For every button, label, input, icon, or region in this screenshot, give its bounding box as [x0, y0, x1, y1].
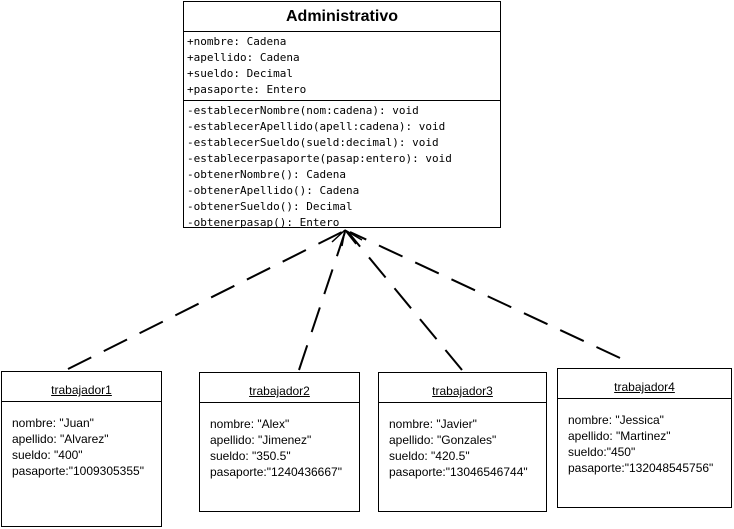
object-field: pasaporte:"13046546744" [389, 465, 528, 479]
object-fields: nombre: "Alex" apellido: "Jimenez" sueldo:… [200, 403, 359, 480]
operation: -obtenerNombre(): Cadena [187, 168, 346, 181]
object-field: nombre: "Jessica" [568, 413, 664, 427]
attribute: +sueldo: Decimal [187, 67, 293, 80]
object-title: trabajador1 [51, 383, 112, 397]
object-field: pasaporte:"132048545756" [568, 461, 714, 475]
class-operations: -establecerNombre(nom:cadena): void -est… [184, 101, 500, 231]
object-field: sueldo: "350.5" [210, 449, 291, 463]
attribute: +apellido: Cadena [187, 51, 300, 64]
operation: -establecerpasaporte(pasap:entero): void [187, 152, 452, 165]
link-trabajador2 [298, 231, 346, 371]
object-trabajador1: trabajador1 nombre: "Juan" apellido: "Alv… [1, 371, 162, 527]
object-trabajador4: trabajador4 nombre: "Jessica" apellido: "… [557, 368, 732, 508]
object-field: sueldo:"450" [568, 445, 636, 459]
object-field: nombre: "Juan" [12, 416, 94, 430]
link-trabajador1 [67, 231, 343, 370]
class-administrativo: Administrativo +nombre: Cadena +apellido… [183, 1, 501, 231]
object-field: sueldo: "420.5" [389, 449, 470, 463]
object-field: pasaporte:"1240436667" [210, 465, 342, 479]
operation: -obtenerpasap(): Entero [187, 216, 340, 229]
object-trabajador2: trabajador2 nombre: "Alex" apellido: "Jim… [199, 372, 360, 512]
class-attributes: +nombre: Cadena +apellido: Cadena +sueld… [184, 32, 500, 101]
object-fields: nombre: "Juan" apellido: "Alvarez" sueldo:… [2, 402, 161, 479]
operation: -establecerNombre(nom:cadena): void [187, 104, 419, 117]
object-field: apellido: "Alvarez" [12, 432, 109, 446]
attribute: +nombre: Cadena [187, 35, 287, 48]
object-field: apellido: "Jimenez" [210, 433, 312, 447]
object-title: trabajador3 [432, 384, 493, 398]
operation: -establecerSueldo(sueld:decimal): void [187, 136, 439, 149]
operation: -obtenerApellido(): Cadena [187, 184, 360, 197]
object-field: apellido: "Martinez" [568, 429, 671, 443]
link-trabajador4 [349, 231, 621, 359]
object-title: trabajador2 [249, 384, 310, 398]
object-trabajador3: trabajador3 nombre: "Javier" apellido: "G… [378, 372, 547, 512]
object-fields: nombre: "Javier" apellido: "Gonzales" suel… [379, 403, 546, 480]
operation: -obtenerSueldo(): Decimal [187, 200, 353, 213]
object-field: nombre: "Alex" [210, 417, 290, 431]
object-field: apellido: "Gonzales" [389, 433, 497, 447]
object-field: pasaporte:"1009305355" [12, 464, 144, 478]
object-field: nombre: "Javier" [389, 417, 477, 431]
class-name: Administrativo [184, 2, 500, 32]
object-fields: nombre: "Jessica" apellido: "Martinez" sue… [558, 399, 731, 476]
attribute: +pasaporte: Entero [187, 83, 307, 96]
object-title: trabajador4 [614, 380, 675, 394]
operation: -establecerApellido(apell:cadena): void [187, 120, 446, 133]
object-field: sueldo: "400" [12, 448, 83, 462]
dependency-arrowhead [331, 229, 363, 247]
link-trabajador3 [347, 231, 463, 371]
